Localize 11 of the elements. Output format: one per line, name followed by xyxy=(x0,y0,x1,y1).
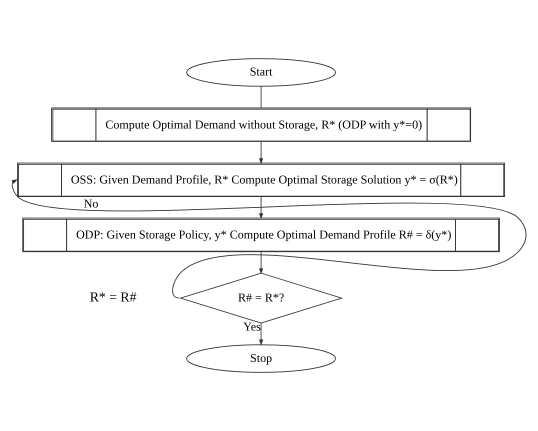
node-diamond: R# = R*? xyxy=(179,272,343,324)
connector xyxy=(260,86,262,108)
label: R* = R# xyxy=(90,289,136,304)
arrow xyxy=(12,179,526,299)
arrow xyxy=(258,322,264,346)
node-ellipse: Stop xyxy=(186,344,336,373)
arrow xyxy=(258,196,264,220)
node-ellipse: Start xyxy=(186,58,336,87)
edge-label: No xyxy=(84,196,98,210)
arrow xyxy=(258,251,264,274)
arrow xyxy=(258,141,264,164)
